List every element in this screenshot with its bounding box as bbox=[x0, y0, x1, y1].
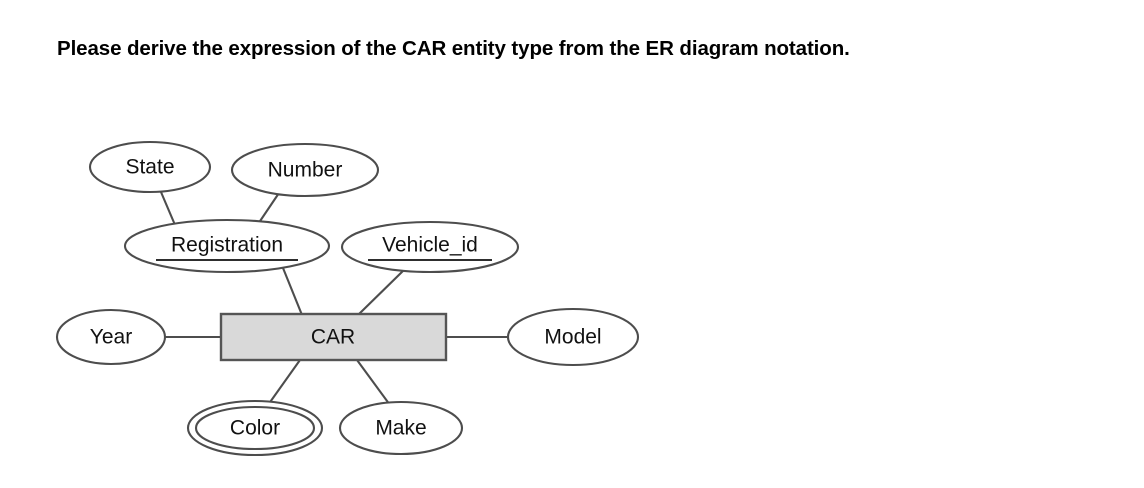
attribute-model-ellipse bbox=[506, 307, 640, 367]
attribute-make-ellipse bbox=[338, 400, 464, 456]
connector-registration-to-car bbox=[282, 267, 303, 316]
attribute-make[interactable]: Make bbox=[338, 400, 464, 456]
attribute-vehicle-id[interactable]: Vehicle_id bbox=[340, 220, 520, 274]
entity-car[interactable]: CAR bbox=[219, 312, 448, 362]
attribute-state-ellipse bbox=[88, 140, 212, 194]
attribute-year-label: Year bbox=[90, 326, 132, 349]
attribute-number[interactable]: Number bbox=[230, 142, 380, 198]
attribute-model-label: Model bbox=[544, 326, 601, 349]
connector-vehicleid-to-car bbox=[357, 267, 407, 316]
er-diagram-figure: State Number Registration Vehicle_id bbox=[55, 140, 640, 457]
attribute-state[interactable]: State bbox=[88, 140, 212, 194]
attribute-number-ellipse bbox=[230, 142, 380, 198]
attribute-color-label: Color bbox=[230, 417, 280, 440]
attribute-color[interactable]: Color bbox=[186, 399, 324, 457]
connector-make-to-car bbox=[356, 359, 391, 406]
attribute-state-label: State bbox=[125, 156, 174, 179]
attribute-registration-ellipse bbox=[123, 218, 331, 274]
attribute-registration[interactable]: Registration bbox=[123, 218, 331, 274]
attribute-year[interactable]: Year bbox=[55, 308, 167, 366]
attribute-color-inner-ellipse bbox=[194, 405, 316, 451]
entity-car-label: CAR bbox=[311, 326, 355, 349]
attribute-year-ellipse bbox=[55, 308, 167, 366]
entity-car-box bbox=[219, 312, 448, 362]
er-diagram-container: State Number Registration Vehicle_id bbox=[0, 110, 700, 480]
connector-color-to-car bbox=[267, 359, 301, 406]
page-title: Please derive the expression of the CAR … bbox=[57, 37, 850, 60]
attribute-make-label: Make bbox=[375, 417, 426, 440]
attribute-number-label: Number bbox=[268, 159, 343, 182]
attribute-registration-label: Registration bbox=[171, 234, 283, 257]
attribute-vehicle-id-label: Vehicle_id bbox=[382, 234, 478, 257]
er-connectors bbox=[157, 184, 508, 406]
attribute-model[interactable]: Model bbox=[506, 307, 640, 367]
